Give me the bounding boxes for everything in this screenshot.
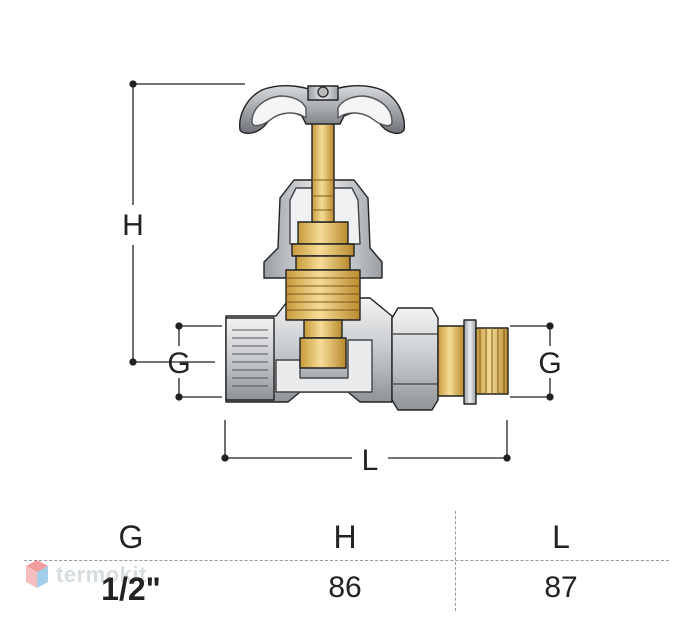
watermark: termokit xyxy=(24,555,147,595)
dimensions-table: G H L termokit 1/2" 86 87 xyxy=(0,505,694,619)
value-l: 87 xyxy=(544,571,578,604)
row-divider xyxy=(24,560,669,561)
dimension-h xyxy=(129,80,245,366)
header-l: L xyxy=(552,519,570,555)
column-divider xyxy=(455,511,456,611)
dimension-g-left-label: G xyxy=(167,347,190,380)
value-h: 86 xyxy=(328,571,362,604)
valve-diagram: H G G L xyxy=(122,80,562,477)
header-h: H xyxy=(333,519,357,555)
dimension-l xyxy=(221,420,511,462)
watermark-text: termokit xyxy=(56,562,147,587)
dimension-g-right xyxy=(510,322,554,401)
dimension-l-label: L xyxy=(362,444,379,477)
value-g: 1/2" xyxy=(101,571,161,607)
dimension-g-right-label: G xyxy=(538,347,561,380)
dimension-g-left xyxy=(175,322,222,401)
valve-body xyxy=(225,85,509,411)
header-g: G xyxy=(118,519,144,555)
dimension-h-label: H xyxy=(122,209,144,242)
cube-logo-icon xyxy=(26,560,48,588)
